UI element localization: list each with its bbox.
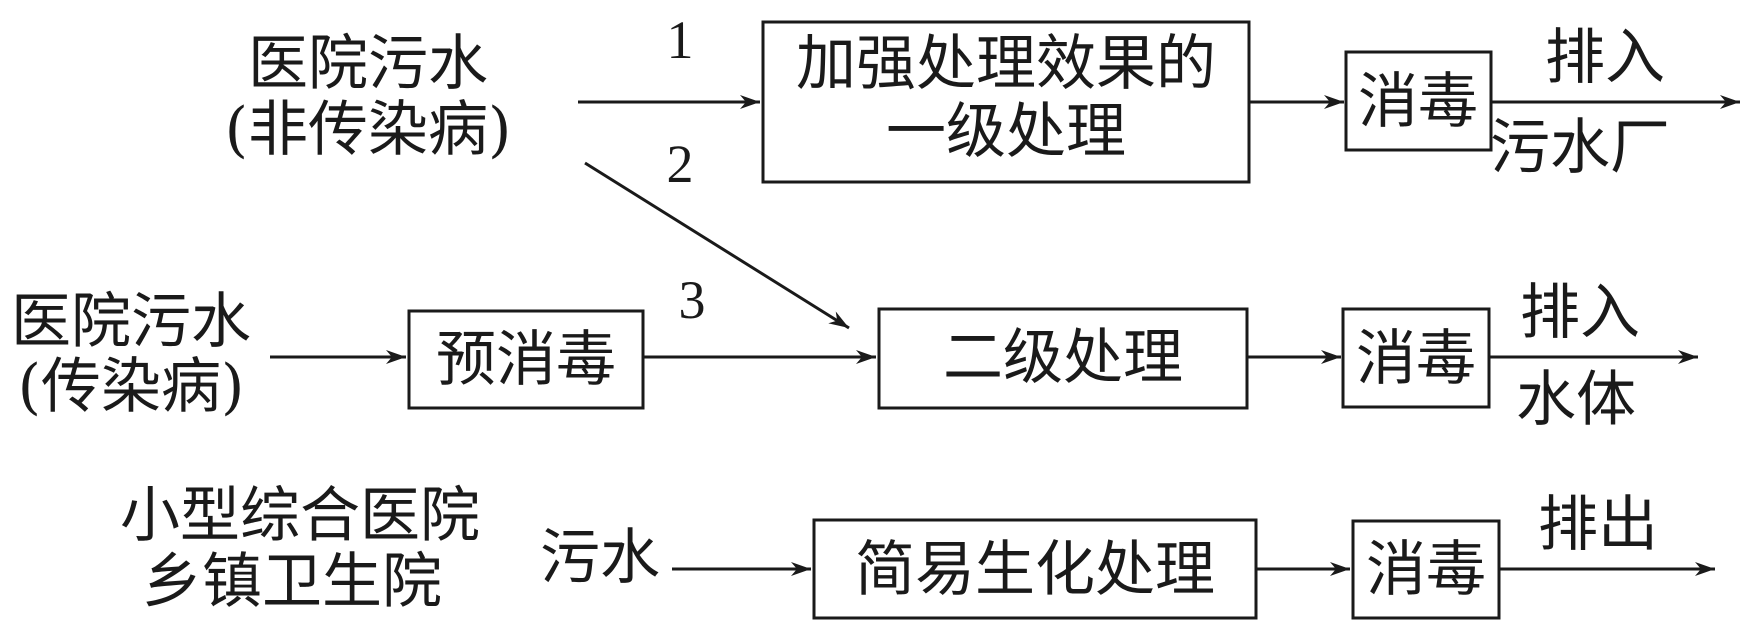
- box-disinfection-1: [1344, 50, 1493, 152]
- box-primary-treatment-line2: 一级处理: [886, 97, 1126, 167]
- box-simple-biological: [812, 518, 1258, 620]
- path-number-2: 2: [667, 134, 694, 194]
- box-disinfection-2-label: 消毒: [1356, 324, 1476, 394]
- box-primary-treatment-line1: 加强处理效果的: [796, 29, 1216, 99]
- source-hospital-non-infectious-line1: 医院污水: [248, 29, 488, 99]
- output-to-plant-line1: 排入: [1545, 23, 1665, 93]
- box-pre-disinfection-label: 预消毒: [436, 325, 616, 395]
- path-number-1: 1: [667, 10, 694, 70]
- arrow-source-to-secondary: [584, 161, 850, 330]
- source-hospital-non-infectious-line2: (非传染病): [225, 95, 512, 165]
- source-hospital-infectious-line2: (传染病): [18, 352, 245, 422]
- output-to-water-body-line2: 水体: [1516, 365, 1636, 435]
- output-to-water-body-line1: 排入: [1520, 278, 1640, 348]
- box-secondary-treatment-label: 二级处理: [943, 323, 1183, 393]
- path-number-3: 3: [679, 270, 706, 330]
- box-primary-treatment: [761, 20, 1251, 184]
- source-small-hospital-water: 污水: [540, 523, 660, 593]
- box-simple-biological-label: 简易生化处理: [855, 535, 1215, 605]
- output-discharge-label: 排出: [1538, 490, 1658, 560]
- output-to-plant-line2: 污水厂: [1490, 113, 1670, 183]
- box-disinfection-2: [1341, 307, 1491, 409]
- box-disinfection-3-label: 消毒: [1366, 535, 1486, 605]
- box-disinfection-1-label: 消毒: [1358, 67, 1478, 137]
- source-small-hospital-line2: 乡镇卫生院: [142, 547, 442, 617]
- box-disinfection-3: [1351, 519, 1501, 620]
- box-pre-disinfection: [407, 309, 645, 410]
- source-small-hospital-line1: 小型综合医院: [120, 481, 480, 551]
- source-hospital-infectious-line1: 医院污水: [11, 287, 251, 357]
